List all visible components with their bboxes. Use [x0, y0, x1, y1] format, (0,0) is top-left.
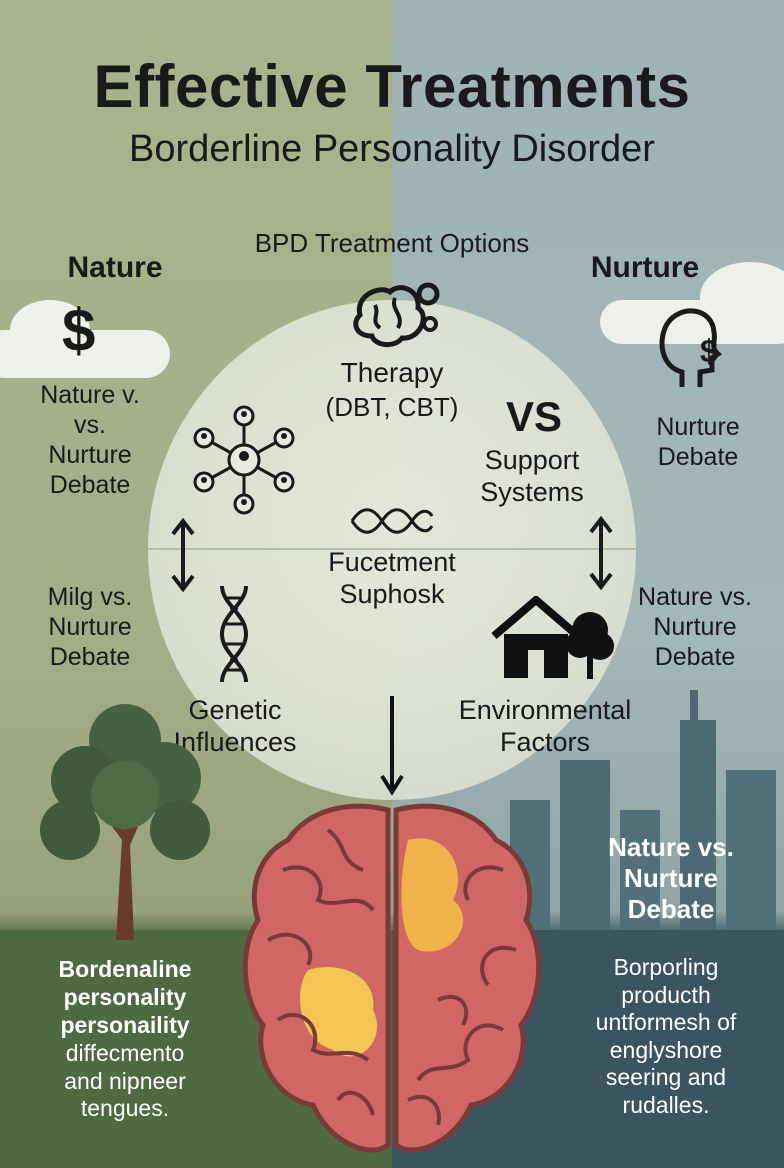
left-bottom-line-4: diffecmento and nipneer tengues.	[64, 1040, 186, 1122]
page-title: Effective Treatments	[93, 53, 691, 120]
left-bottom-line-1: Bordenaline	[58, 956, 192, 982]
right-double-arrow	[589, 516, 613, 590]
therapy-label: Therapy	[340, 357, 444, 388]
right-debate-2: Nature vs. Nurture Debate	[638, 583, 752, 671]
environmental-factors-label: Environmental Factors	[458, 695, 632, 758]
left-double-arrow	[171, 518, 195, 592]
left-bottom-line-3: personaility	[60, 1012, 190, 1038]
center-divider	[148, 548, 636, 550]
right-heading: Nurture	[590, 251, 700, 284]
left-debate-1: Nature v. vs. Nurture Debate	[40, 381, 140, 499]
support-systems-label: Support Systems	[480, 445, 584, 508]
right-debate-1: Nurture Debate	[656, 413, 740, 471]
mid-label: Fucetment Suphosk	[328, 547, 456, 610]
head-profile-icon: $	[659, 308, 723, 387]
tree-icon	[40, 704, 210, 940]
right-debate-3: Nature vs. Nurture Debate	[608, 832, 734, 925]
dna-icon	[350, 508, 434, 534]
right-bottom-text: Borporling producth untformesh of englys…	[595, 954, 737, 1118]
genetic-influences-label: Genetic Influences	[173, 695, 297, 758]
money-icon: $	[62, 297, 96, 364]
cloud-left-puff	[10, 300, 90, 360]
brain-gears-icon	[353, 282, 440, 347]
left-bottom-line-2: personality	[63, 984, 187, 1010]
dna-vertical-icon	[219, 585, 249, 683]
down-arrow	[380, 696, 404, 796]
left-heading: Nature	[67, 251, 163, 284]
center-heading: BPD Treatment Options	[254, 228, 530, 258]
vs-label: VS	[505, 393, 563, 440]
therapy-sub-label: (DBT, CBT)	[325, 392, 459, 422]
page-subtitle: Borderline Personality Disorder	[129, 128, 655, 170]
network-icon	[193, 405, 295, 515]
left-debate-2: Milg vs. Nurture Debate	[47, 583, 133, 671]
cloud-right-puff	[700, 262, 784, 332]
svg-text:$: $	[700, 333, 718, 369]
house-icon	[491, 596, 614, 679]
brain-icon	[242, 803, 542, 1153]
